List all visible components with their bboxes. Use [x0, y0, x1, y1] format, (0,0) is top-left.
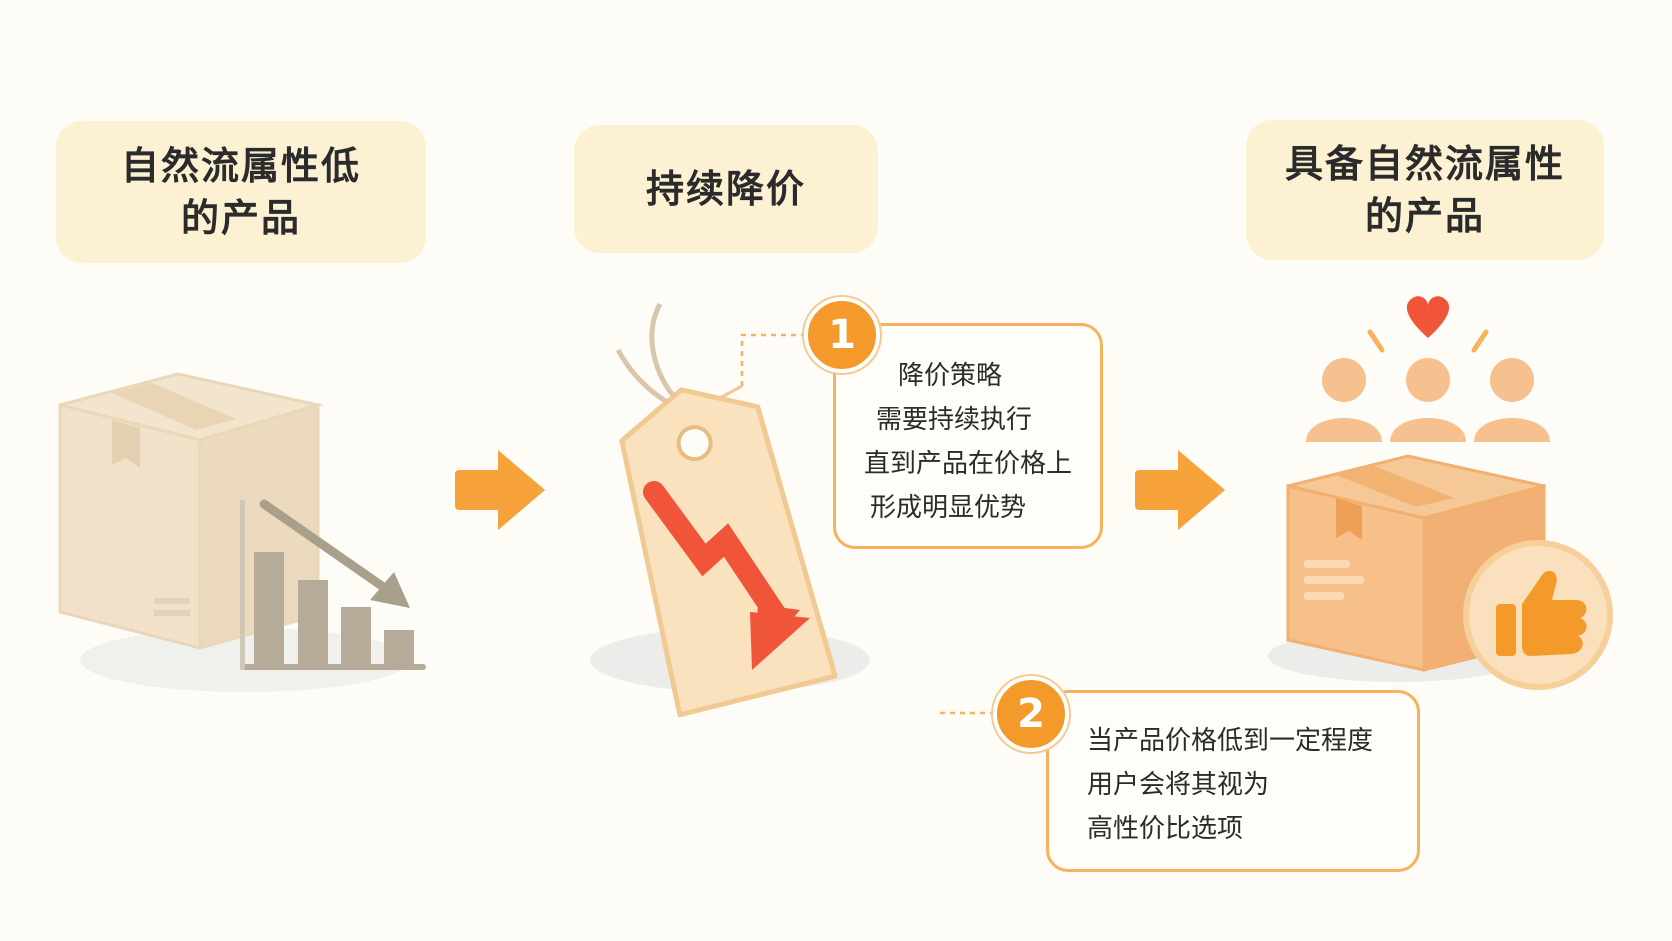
declining-bar-chart-icon	[240, 499, 426, 670]
note-line: 用户会将其视为	[1087, 770, 1270, 800]
stage-title-line: 具备自然流属性	[1284, 142, 1565, 186]
note-box-2: 当产品价格低到一定程度 用户会将其视为 高性价比选项	[1046, 690, 1420, 872]
step-badge-1: 1	[804, 297, 880, 373]
heart-icon	[1367, 296, 1489, 353]
stage-title-line: 持续降价	[645, 167, 806, 211]
stage-title-high-organic: 具备自然流属性 的产品	[1246, 120, 1604, 260]
note-line: 形成明显优势	[870, 493, 1027, 523]
users-icon	[1306, 358, 1550, 442]
stage-title-line: 自然流属性低	[120, 144, 361, 188]
right-arrow-icon	[455, 450, 545, 530]
right-arrow-icon	[1135, 450, 1225, 530]
stage-title-price-cut: 持续降价	[574, 125, 878, 253]
stage-title-low-organic: 自然流属性低 的产品	[56, 121, 426, 263]
down-arrow-icon	[643, 481, 810, 670]
box-icon	[1268, 454, 1546, 682]
connector-dashed	[740, 333, 806, 386]
note-line: 当产品价格低到一定程度	[1087, 726, 1374, 756]
note-line: 高性价比选项	[1087, 814, 1244, 844]
note-box-1: 降价策略 需要持续执行 直到产品在价格上 形成明显优势	[833, 323, 1103, 549]
stage-title-line: 的产品	[180, 196, 301, 240]
thumbs-up-icon	[1463, 540, 1613, 690]
note-line: 需要持续执行	[876, 405, 1033, 435]
note-line: 直到产品在价格上	[864, 449, 1073, 479]
step-badge-2: 2	[993, 676, 1069, 752]
note-line: 降价策略	[898, 361, 1003, 391]
stage-title-line: 的产品	[1364, 194, 1485, 238]
